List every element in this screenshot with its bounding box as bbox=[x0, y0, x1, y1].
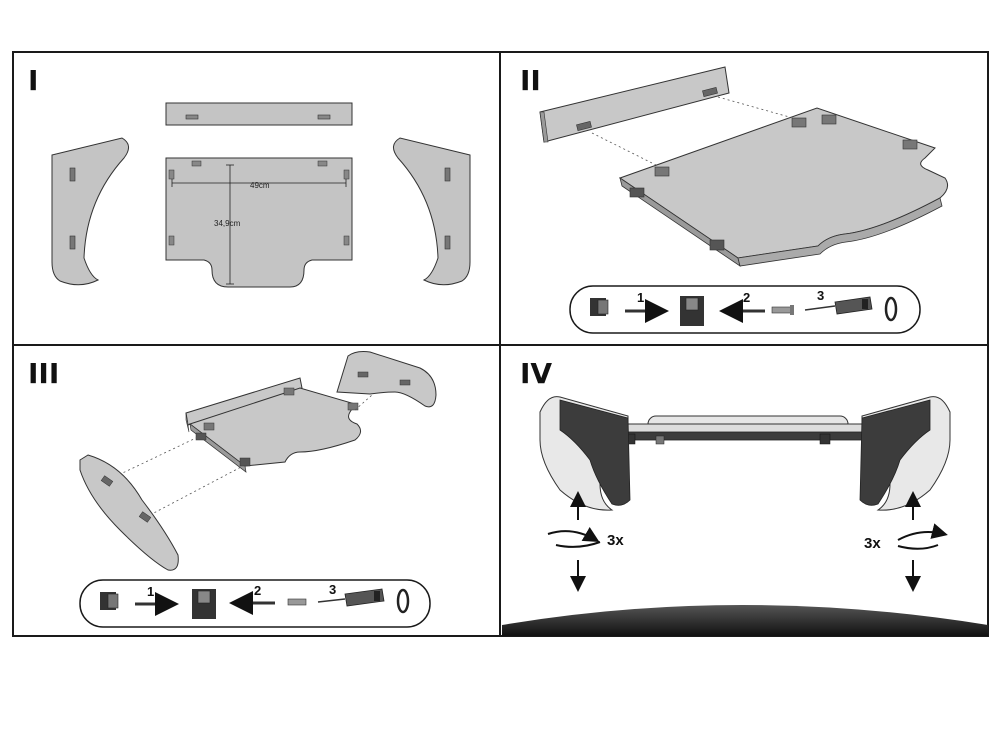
depth-dimension-label: 34,9cm bbox=[214, 219, 241, 228]
panel-step-2: II bbox=[520, 64, 949, 334]
panel-step-1: I bbox=[28, 64, 471, 288]
fitting-sequence-box: 1 2 3 bbox=[79, 579, 431, 628]
left-adjust-indicator: 3x bbox=[547, 491, 624, 592]
sequence-label-3: 3 bbox=[817, 288, 824, 303]
sequence-label-2: 2 bbox=[254, 583, 261, 598]
shelf-board-part bbox=[618, 107, 949, 267]
left-side-panel-part bbox=[79, 454, 179, 571]
shelf-board-part: 49cm 34,9cm bbox=[165, 157, 353, 288]
rotation-count-label: 3x bbox=[864, 535, 881, 552]
shelf-board-part bbox=[188, 387, 361, 473]
screwdriver-icon bbox=[317, 588, 385, 607]
right-side-panel-part bbox=[393, 137, 471, 286]
fitting-sequence-box: 1 2 3 bbox=[569, 285, 921, 334]
right-adjust-indicator: 3x bbox=[864, 491, 948, 592]
screwdriver-icon bbox=[804, 296, 873, 315]
step-number-2: II bbox=[520, 64, 541, 97]
right-side-panel-part bbox=[336, 351, 437, 408]
cam-lock-open-icon bbox=[590, 298, 609, 316]
alignment-lines bbox=[109, 394, 373, 516]
step-number-3: III bbox=[28, 357, 59, 390]
panel-step-4: IV bbox=[502, 357, 988, 636]
panel-step-3: III bbox=[28, 351, 437, 628]
rotate-arrow-icon bbox=[897, 523, 948, 550]
sequence-label-1: 1 bbox=[147, 584, 154, 599]
back-rail-part bbox=[539, 66, 730, 143]
assembled-shelf bbox=[577, 415, 919, 445]
sequence-label-3: 3 bbox=[329, 582, 336, 597]
rotate-icon bbox=[884, 296, 898, 322]
sequence-label-1: 1 bbox=[637, 290, 644, 305]
dowel-pin-icon bbox=[771, 305, 794, 315]
left-side-panel-part bbox=[539, 396, 631, 511]
alignment-lines bbox=[591, 96, 801, 169]
rotate-arrow-icon bbox=[547, 527, 601, 548]
width-dimension-label: 49cm bbox=[250, 181, 270, 190]
cam-lock-closed-icon bbox=[680, 296, 704, 326]
cam-lock-closed-icon bbox=[192, 589, 216, 619]
right-side-panel-part bbox=[859, 396, 951, 511]
back-rail-part bbox=[185, 377, 303, 433]
back-rail-part bbox=[165, 102, 353, 126]
car-roof-surface bbox=[502, 605, 988, 636]
sequence-label-2: 2 bbox=[743, 290, 750, 305]
rotate-icon bbox=[396, 588, 410, 614]
rotation-count-label: 3x bbox=[607, 532, 624, 549]
cam-lock-open-icon bbox=[100, 592, 119, 610]
panel-grid bbox=[12, 51, 989, 637]
step-number-4: IV bbox=[520, 357, 552, 390]
dowel-pin-icon bbox=[287, 598, 307, 606]
step-number-1: I bbox=[28, 64, 38, 97]
left-side-panel-part bbox=[51, 137, 129, 286]
